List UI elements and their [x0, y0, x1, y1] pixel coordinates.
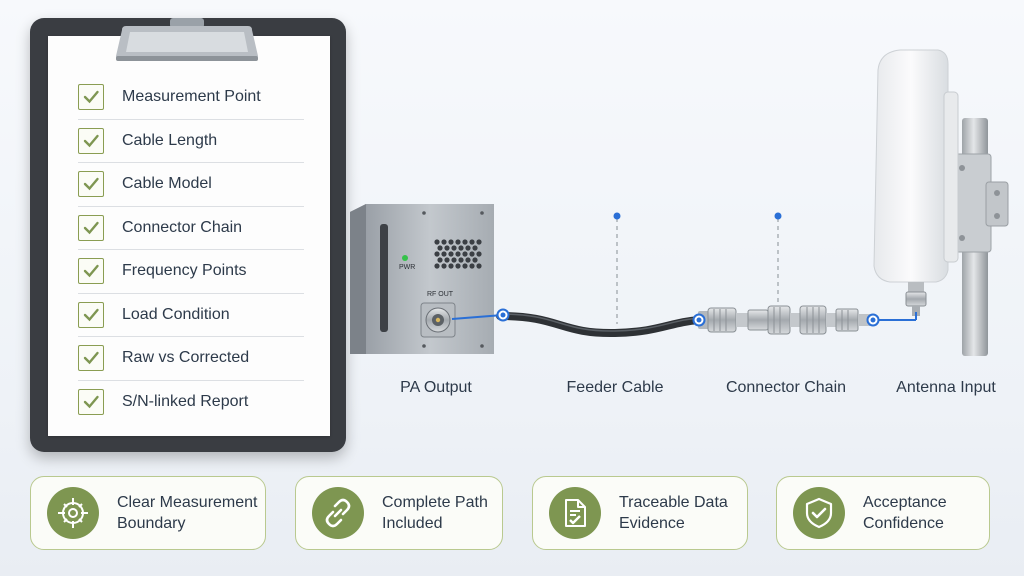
benefit-subtitle: Evidence: [619, 515, 685, 532]
panel-antenna: [873, 49, 949, 283]
pa-output-device: [350, 204, 494, 354]
vent-grille-icon: [434, 239, 482, 269]
checkbox-checked-icon[interactable]: [78, 84, 104, 111]
benefit-title: Traceable Data: [619, 494, 728, 511]
checklist-label: Connector Chain: [122, 218, 243, 236]
checklist: Measurement Point Cable Length Cable Mod…: [78, 76, 304, 424]
node-label-feeder-cable: Feeder Cable: [566, 379, 664, 396]
benefit-title: Complete Path: [382, 494, 488, 511]
checklist-item: Cable Length: [78, 120, 304, 163]
rf-out-label: RF OUT: [427, 291, 454, 298]
node-label-connector-chain: Connector Chain: [725, 379, 847, 396]
checklist-item: S/N-linked Report: [78, 381, 304, 425]
callout-dot: [613, 212, 621, 220]
connector-chain: [698, 305, 870, 335]
benefit-subtitle: Confidence: [863, 515, 944, 532]
checkbox-checked-icon[interactable]: [78, 258, 104, 285]
benefit-title: Acceptance: [863, 494, 947, 511]
checklist-item: Connector Chain: [78, 207, 304, 250]
node-label-antenna-input: Antenna Input: [896, 379, 996, 396]
power-led-icon: [402, 255, 408, 261]
device-handle: [380, 224, 388, 332]
checkbox-checked-icon[interactable]: [78, 301, 104, 328]
chain-link-icon: [312, 487, 364, 539]
benefit-subtitle: Boundary: [117, 515, 186, 532]
checklist-label: Raw vs Corrected: [122, 349, 250, 367]
mounting-bracket: [952, 153, 992, 253]
checklist-item: Raw vs Corrected: [78, 337, 304, 381]
checklist-label: Load Condition: [122, 305, 230, 323]
benefit-subtitle: Included: [382, 515, 443, 532]
checklist-item: Measurement Point: [78, 76, 304, 120]
checklist-label: S/N-linked Report: [122, 393, 249, 411]
feeder-cable[interactable]: [496, 312, 704, 338]
antenna-input-assembly: [873, 49, 1009, 356]
checkbox-checked-icon[interactable]: [78, 345, 104, 372]
checkbox-checked-icon[interactable]: [78, 171, 104, 198]
checkbox-checked-icon[interactable]: [78, 127, 104, 154]
checklist-item: Frequency Points: [78, 250, 304, 294]
benefit-title: Clear Measurement: [117, 494, 258, 511]
document-check-icon: [549, 487, 601, 539]
checklist-label: Cable Model: [122, 175, 212, 193]
power-label: PWR: [399, 264, 416, 271]
checkbox-checked-icon[interactable]: [78, 389, 104, 416]
checklist-label: Cable Length: [122, 131, 218, 149]
checklist-item: Cable Model: [78, 163, 304, 207]
checklist-item: Load Condition: [78, 294, 304, 337]
measurement-boundary: [451, 212, 917, 327]
checklist-label: Measurement Point: [122, 88, 261, 106]
shield-check-icon: [793, 487, 845, 539]
node-label-pa-output: PA Output: [400, 379, 472, 396]
checklist-label: Frequency Points: [122, 262, 247, 280]
crosshair-target-icon: [47, 487, 99, 539]
checkbox-checked-icon[interactable]: [78, 214, 104, 241]
rf-out-port[interactable]: [420, 302, 456, 338]
clipboard-clip: [116, 18, 258, 61]
callout-dot: [774, 212, 782, 220]
